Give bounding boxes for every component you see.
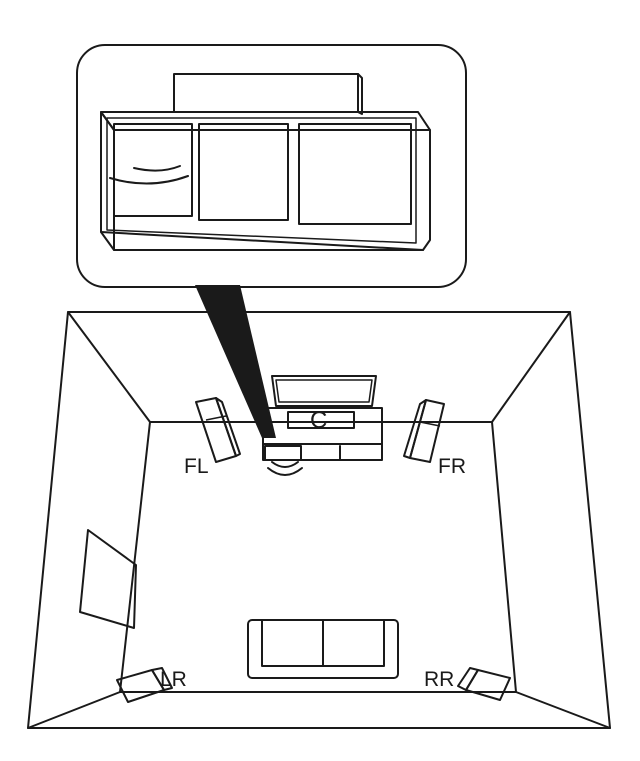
callout-sound-wave <box>109 175 189 185</box>
front-right-speaker <box>403 399 445 463</box>
callout-pointer <box>195 285 276 438</box>
callout-subwoofer-compartment <box>113 123 193 217</box>
callout-sound-wave <box>133 165 181 172</box>
label-front-left: FL <box>184 455 209 478</box>
label-front-right: FR <box>438 455 466 478</box>
center-speaker <box>287 411 355 429</box>
callout-frame <box>76 44 467 288</box>
front-left-speaker <box>195 397 241 463</box>
room-edge-front-right <box>515 691 611 729</box>
callout-cabinet <box>100 111 431 251</box>
label-rear-right: RR <box>424 668 454 691</box>
rear-right-speaker <box>457 667 511 701</box>
callout-soundbar <box>173 73 363 115</box>
wall-window <box>79 529 137 629</box>
center-subwoofer-compartment <box>264 445 302 461</box>
label-center: C <box>310 407 327 434</box>
room-edge-back-left <box>67 311 151 423</box>
callout-box <box>76 44 467 288</box>
rear-left-speaker <box>116 667 173 703</box>
label-rear-left: LR <box>160 668 187 691</box>
center-cabinet <box>262 407 383 461</box>
sub-wave <box>267 467 303 476</box>
room-edge-back-right <box>491 311 571 423</box>
room <box>27 311 611 729</box>
sub-wave <box>271 461 299 468</box>
room-edge-front-left <box>27 691 121 729</box>
tv <box>271 375 377 407</box>
sofa <box>247 619 399 679</box>
